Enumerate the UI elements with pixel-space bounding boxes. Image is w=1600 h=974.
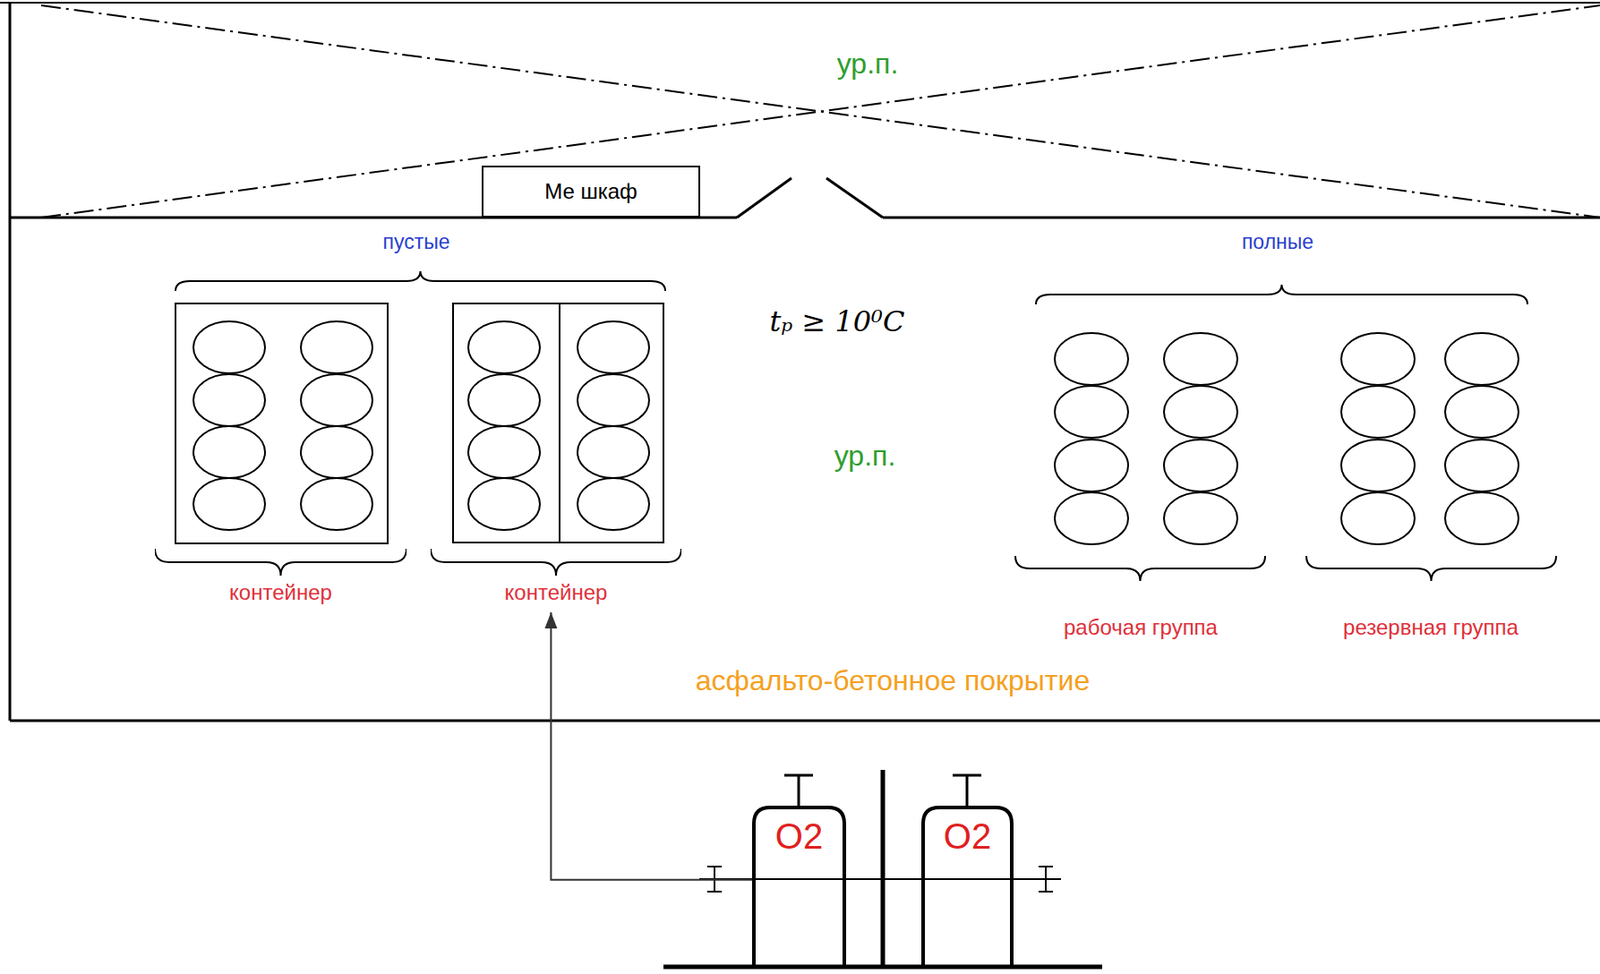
brace xyxy=(154,548,407,576)
container-drawing xyxy=(154,301,407,611)
top-frame-line xyxy=(0,1,1600,4)
brace xyxy=(430,548,682,576)
full-cylinder xyxy=(1445,333,1519,386)
empty-cylinder xyxy=(468,321,540,374)
full-cylinder xyxy=(1163,333,1238,386)
empty-cylinder xyxy=(300,426,373,479)
group-heading: пустые xyxy=(382,230,450,255)
full-cylinder xyxy=(1341,385,1415,438)
container-drawing xyxy=(430,301,682,611)
valve xyxy=(784,775,813,806)
empty-cylinder xyxy=(300,374,373,427)
empty-cylinder xyxy=(577,426,650,479)
empty-cylinder xyxy=(468,478,540,531)
empty-cylinder xyxy=(468,426,540,479)
oxygen-cylinder: O2 xyxy=(921,805,1014,967)
gas-label: O2 xyxy=(752,816,847,857)
container-frame xyxy=(175,303,388,544)
brace xyxy=(1035,284,1528,305)
full-cylinder xyxy=(1445,385,1519,438)
level-mark: ур.п. xyxy=(834,439,897,473)
empty-cylinder xyxy=(577,321,650,374)
surface-note: асфальто-бетонное покрытие xyxy=(695,664,1090,698)
container: контейнер xyxy=(430,301,682,611)
dash-dot-line xyxy=(41,5,1600,218)
group-label: рабочая группа xyxy=(1055,613,1226,642)
full-cylinder xyxy=(1054,333,1129,386)
arrow-head xyxy=(544,612,557,629)
empty-cylinder xyxy=(577,478,650,531)
temperature-note: tₚ ≥ 10⁰C xyxy=(770,304,906,339)
full-cylinder xyxy=(1054,385,1129,438)
full-cylinder xyxy=(1163,439,1238,492)
valve xyxy=(952,775,982,806)
container-frame xyxy=(453,303,664,543)
oxygen-cylinder: O2 xyxy=(752,805,847,967)
empty-cylinder xyxy=(193,321,266,374)
full-cylinder xyxy=(1054,492,1129,545)
supply-arrow xyxy=(550,612,753,881)
dash-dot-line xyxy=(41,5,1600,218)
container-divider xyxy=(558,303,561,543)
full-cylinder xyxy=(1341,492,1415,545)
empty-cylinder xyxy=(300,321,373,374)
fence-line xyxy=(9,719,1600,723)
brace xyxy=(1306,556,1557,582)
gate-leaf xyxy=(736,178,792,218)
empty-cylinder xyxy=(193,426,266,479)
empty-cylinder xyxy=(468,374,540,427)
brace xyxy=(175,271,666,291)
group-label: резервная группа xyxy=(1341,613,1521,642)
full-cylinder xyxy=(1054,439,1129,492)
fence-line xyxy=(882,216,1600,220)
empty-cylinder xyxy=(193,374,266,427)
gate-leaf xyxy=(826,178,883,218)
full-cylinder xyxy=(1163,385,1238,438)
cabinet-box: Ме шкаф xyxy=(481,165,701,218)
full-cylinder xyxy=(1445,492,1519,545)
gas-label: O2 xyxy=(921,816,1014,857)
full-cylinder xyxy=(1341,333,1415,386)
level-mark: ур.п. xyxy=(837,47,899,81)
brace xyxy=(1015,556,1266,582)
container-label: контейнер xyxy=(154,580,407,606)
group-heading: полные xyxy=(1241,230,1314,255)
clamp xyxy=(1038,866,1053,892)
container: контейнер xyxy=(154,301,407,611)
left-frame-line xyxy=(8,2,12,721)
rack-post xyxy=(881,770,886,967)
full-cylinder xyxy=(1445,439,1519,492)
box-label: Ме шкаф xyxy=(544,179,638,205)
container-label: контейнер xyxy=(430,580,682,606)
full-cylinder xyxy=(1341,439,1415,492)
full-cylinder xyxy=(1163,492,1238,545)
empty-cylinder xyxy=(193,478,266,531)
empty-cylinder xyxy=(300,478,373,531)
empty-cylinder xyxy=(577,374,650,427)
